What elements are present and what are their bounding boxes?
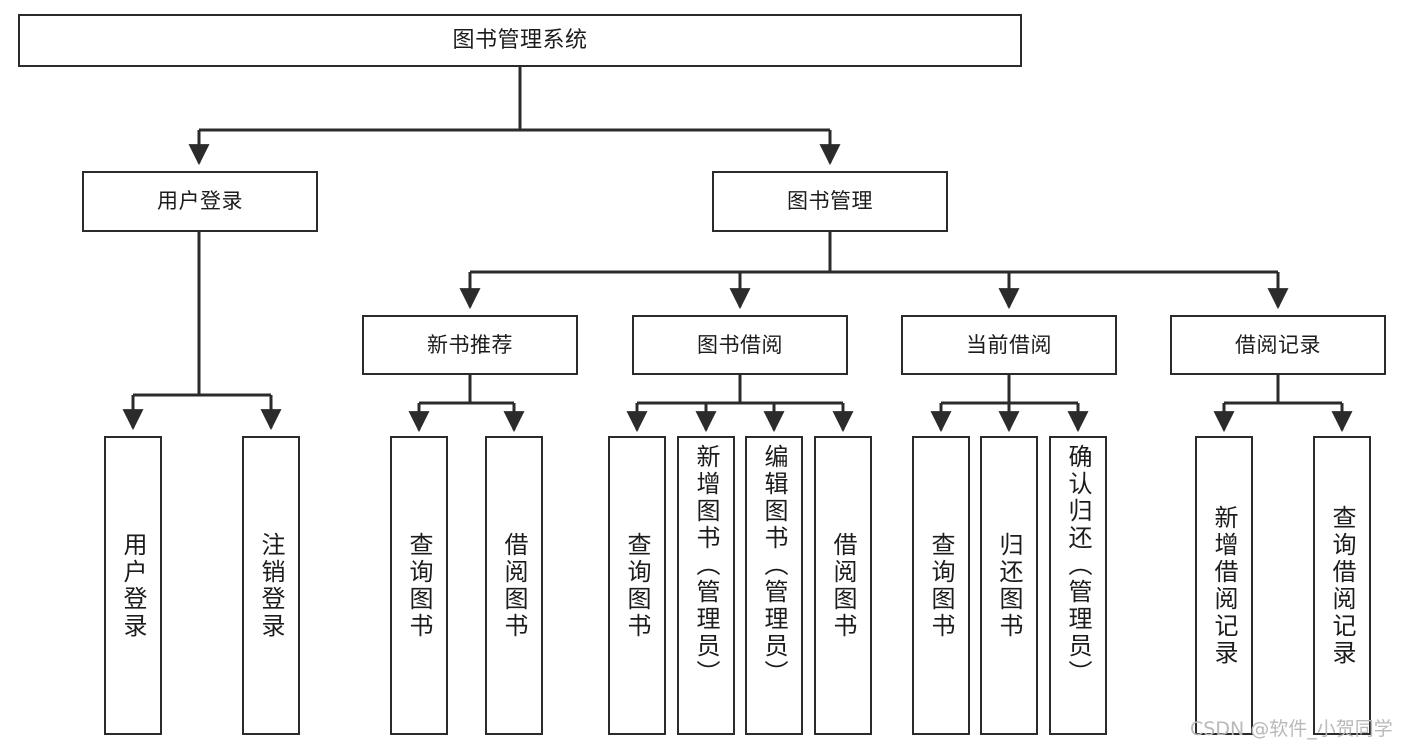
leaf-user-login-logout[interactable]: 注销登录 — [242, 436, 300, 735]
leaf-borrow-query-books[interactable]: 查询图书 — [608, 436, 666, 735]
node-label: 借阅图书 — [500, 531, 528, 640]
node-label: 查询借阅记录 — [1328, 504, 1356, 667]
leaf-user-login-login[interactable]: 用户登录 — [104, 436, 162, 735]
node-label: 用户登录 — [157, 189, 243, 214]
node-book-management[interactable]: 图书管理 — [712, 171, 948, 232]
leaf-borrow-add-book-admin[interactable]: 新增图书（管理员） — [677, 436, 735, 735]
node-current-borrowing[interactable]: 当前借阅 — [901, 315, 1117, 375]
node-label: 查询图书 — [927, 531, 955, 640]
leaf-record-add-borrow-record[interactable]: 新增借阅记录 — [1195, 436, 1253, 735]
leaf-current-confirm-return-admin[interactable]: 确认归还（管理员） — [1049, 436, 1107, 735]
node-new-book-recommendation[interactable]: 新书推荐 — [362, 315, 578, 375]
node-label: 查询图书 — [623, 531, 651, 640]
node-label: 新增借阅记录 — [1210, 504, 1238, 667]
node-borrowing-record[interactable]: 借阅记录 — [1170, 315, 1386, 375]
leaf-new-book-borrow-books[interactable]: 借阅图书 — [485, 436, 543, 735]
node-label: 用户登录 — [119, 531, 147, 640]
node-label: 图书借阅 — [697, 332, 783, 357]
node-user-login[interactable]: 用户登录 — [82, 171, 318, 232]
node-label: 查询图书 — [405, 531, 433, 640]
leaf-current-return-books[interactable]: 归还图书 — [980, 436, 1038, 735]
node-label: 图书管理系统 — [452, 27, 588, 53]
node-label: 注销登录 — [257, 531, 285, 640]
leaf-current-query-books[interactable]: 查询图书 — [912, 436, 970, 735]
node-book-borrowing[interactable]: 图书借阅 — [632, 315, 848, 375]
node-label: 归还图书 — [995, 531, 1023, 640]
csdn-watermark: CSDN @软件_小贺同学 — [1190, 718, 1393, 740]
node-label: 借阅记录 — [1235, 332, 1321, 357]
leaf-new-book-query-books[interactable]: 查询图书 — [390, 436, 448, 735]
node-label: 当前借阅 — [966, 332, 1052, 357]
leaf-record-query-borrow-record[interactable]: 查询借阅记录 — [1313, 436, 1371, 735]
node-label: 新书推荐 — [427, 332, 513, 357]
leaf-borrow-borrow-books[interactable]: 借阅图书 — [814, 436, 872, 735]
leaf-borrow-edit-book-admin[interactable]: 编辑图书（管理员） — [745, 436, 803, 735]
node-label: 图书管理 — [787, 189, 873, 214]
node-label: 借阅图书 — [829, 531, 857, 640]
node-label: 新增图书（管理员） — [692, 444, 720, 687]
node-root-book-management-system[interactable]: 图书管理系统 — [18, 14, 1022, 67]
node-label: 编辑图书（管理员） — [760, 444, 788, 687]
node-label: 确认归还（管理员） — [1064, 444, 1092, 687]
